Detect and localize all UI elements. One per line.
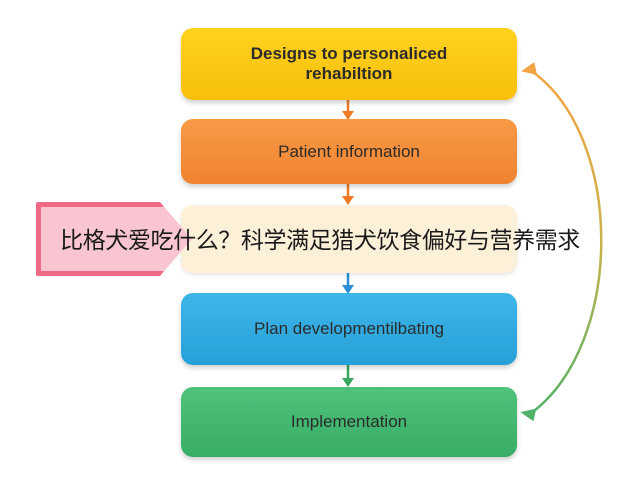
step-plan-development-box: Plan developmentilbating <box>181 293 517 365</box>
step-hidden-box <box>181 205 517 273</box>
pink-tab-shape <box>36 202 192 276</box>
step-implementation-label: Implementation <box>290 412 408 431</box>
step-patient-information-label: Patient information <box>278 141 420 161</box>
step-designs-box: Designs to personaliced rehabiltion <box>181 28 517 100</box>
arrow-step3-to-step4 <box>342 273 354 294</box>
step-designs-label-line1: Designs to personaliced <box>250 44 448 63</box>
feedback-loop-arrow <box>520 62 603 422</box>
step-designs-label-line2: rehabiltion <box>305 64 393 83</box>
step-plan-development-label: Plan developmentilbating <box>254 319 444 338</box>
arrow-step1-to-step2 <box>342 100 354 120</box>
step-implementation-box: Implementation <box>181 387 517 457</box>
arrow-step2-to-step3 <box>342 184 354 205</box>
overlay-title: 比格犬爱吃什么？科学满足猎犬饮食偏好与营养需求 <box>60 228 580 254</box>
feedback-arrowhead-bottom <box>520 408 537 422</box>
step-patient-information-box: Patient information <box>181 119 517 184</box>
arrow-step4-to-step5 <box>342 365 354 387</box>
feedback-arrowhead-top <box>521 62 538 75</box>
